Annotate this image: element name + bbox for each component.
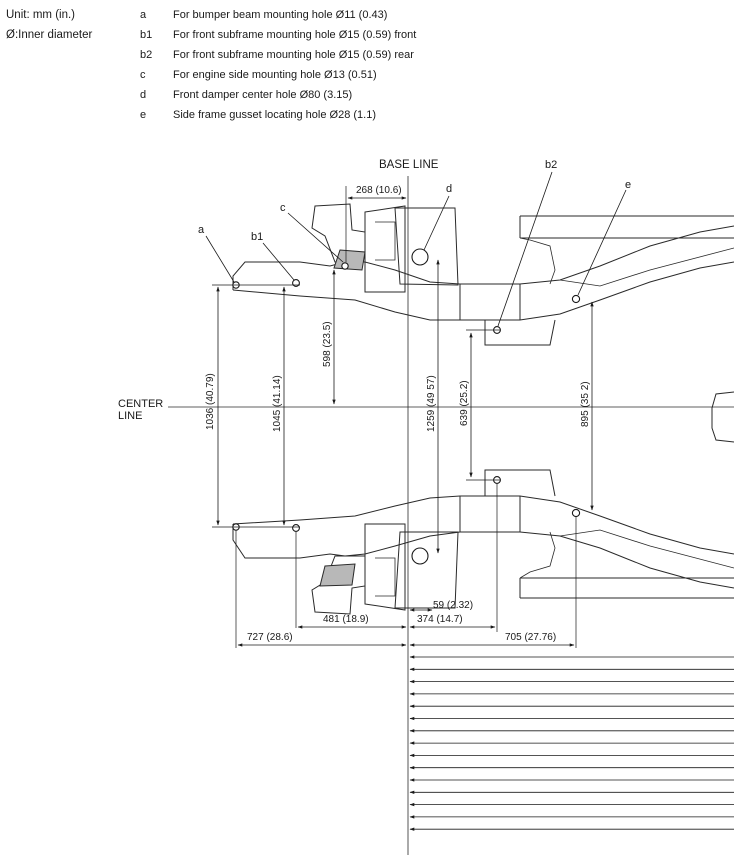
hole-e-lower xyxy=(571,508,581,518)
hole-c-upper xyxy=(341,262,349,270)
hole-d-lower xyxy=(411,547,429,565)
point-label-d: d xyxy=(446,183,452,195)
dim-1259: 1259 (49 57) xyxy=(426,375,437,432)
hole-b1-lower xyxy=(292,524,300,532)
point-leaders xyxy=(205,171,627,327)
reference-arrow-stack xyxy=(409,655,734,831)
dim-59: 59 (2.32) xyxy=(433,600,473,611)
point-label-e: e xyxy=(625,179,631,191)
legend-desc: Side frame gusset locating hole Ø28 (1.1… xyxy=(173,109,377,121)
vehicle-frame-drawing xyxy=(232,203,734,615)
center-line-label-2: LINE xyxy=(118,410,142,422)
legend-key: c xyxy=(140,69,146,81)
legend-key: a xyxy=(140,9,147,21)
point-label-c: c xyxy=(280,202,286,214)
legend-desc: Front damper center hole Ø80 (3.15) xyxy=(173,89,353,101)
dim-268: 268 (10.6) xyxy=(356,185,402,196)
dim-1045: 1045 (41.14) xyxy=(272,375,283,432)
legend-desc: For front subframe mounting hole Ø15 (0.… xyxy=(173,29,417,41)
dim-598: 598 (23.5) xyxy=(322,321,333,367)
legend-key: e xyxy=(140,109,147,121)
point-label-a: a xyxy=(198,224,205,236)
base-line-label: BASE LINE xyxy=(379,159,439,171)
dim-1036: 1036 (40.79) xyxy=(205,373,216,430)
legend-desc: For front subframe mounting hole Ø15 (0.… xyxy=(173,49,414,61)
dim-639: 639 (25.2) xyxy=(459,380,470,426)
dim-895: 895 (35 2) xyxy=(580,381,591,427)
horizontal-dimensions xyxy=(237,196,575,647)
legend-desc: For engine side mounting hole Ø13 (0.51) xyxy=(173,69,377,81)
dim-374: 374 (14.7) xyxy=(417,614,463,625)
hole-d-upper xyxy=(411,248,429,266)
dim-727: 727 (28.6) xyxy=(247,632,293,643)
point-label-b1: b1 xyxy=(251,231,263,243)
dim-705: 705 (27.76) xyxy=(505,632,556,643)
point-label-b2: b2 xyxy=(545,159,557,171)
unit-note: Unit: mm (in.) xyxy=(6,9,75,21)
center-line-label: CENTER xyxy=(118,398,163,410)
legend-key: b1 xyxy=(140,29,153,41)
legend-desc: For bumper beam mounting hole Ø11 (0.43) xyxy=(173,9,388,21)
extension-lines xyxy=(212,186,577,648)
hole-e-upper xyxy=(571,294,581,304)
reference-holes xyxy=(232,248,581,565)
vertical-dimensions xyxy=(216,259,594,554)
legend-key: d xyxy=(140,89,147,101)
legend-key: b2 xyxy=(140,49,153,61)
dim-481: 481 (18.9) xyxy=(323,614,369,625)
diameter-note: Ø:Inner diameter xyxy=(6,29,93,41)
hole-b1-upper xyxy=(292,279,300,287)
